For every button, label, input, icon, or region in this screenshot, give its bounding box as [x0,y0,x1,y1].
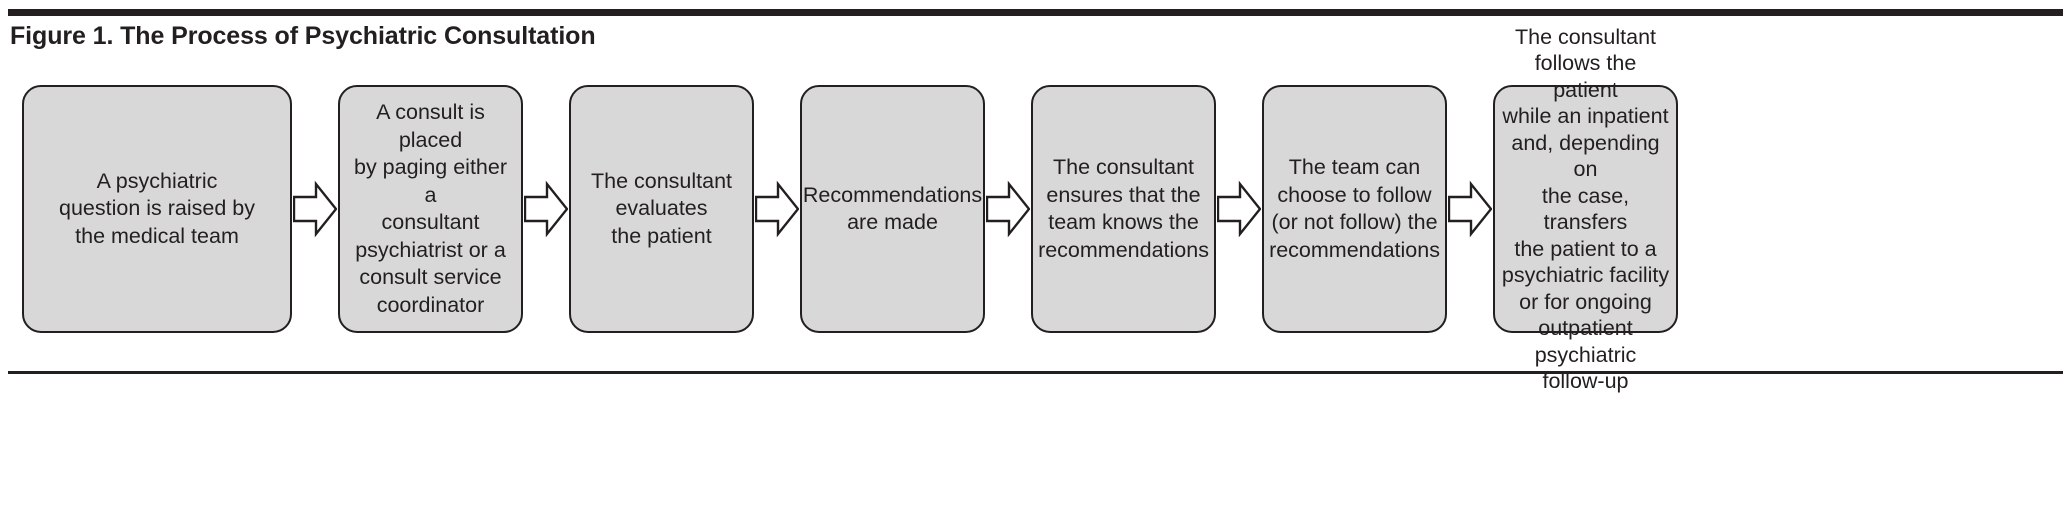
top-rule [8,9,2063,16]
flow-step-7[interactable]: The consultant follows the patient while… [1493,25,1678,393]
flow-step-5[interactable]: The consultant ensures that the team kno… [1031,85,1216,333]
flow-step-6[interactable]: The team can choose to follow (or not fo… [1262,85,1447,333]
flow-step-1[interactable]: A psychiatric question is raised by the … [22,85,292,333]
flow-step-6-label: The team can choose to follow (or not fo… [1269,155,1440,262]
flow-connector-1 [292,85,338,333]
flow-step-1-label: A psychiatric question is raised by the … [59,168,255,248]
flow-step-2[interactable]: A consult is placed by paging either a c… [338,85,523,333]
right-arrow-icon [524,179,568,239]
process-flow-diagram: A psychiatric question is raised by the … [22,25,2050,393]
flow-step-2-label: A consult is placed by paging either a c… [354,100,507,317]
flow-connector-3 [754,85,800,333]
flow-connector-2 [523,85,569,333]
flow-step-5-label: The consultant ensures that the team kno… [1038,155,1209,262]
right-arrow-icon [1217,179,1261,239]
bottom-rule [8,371,2063,374]
figure-title: Figure 1. The Process of Psychiatric Con… [10,22,596,50]
flow-connector-6 [1447,85,1493,333]
right-arrow-icon [755,179,799,239]
flow-step-3[interactable]: The consultant evaluates the patient [569,85,754,333]
flow-connector-5 [1216,85,1262,333]
flow-step-7-label: The consultant follows the patient while… [1501,24,1670,394]
flow-connector-4 [985,85,1031,333]
flow-step-4-label: Recommendations are made [802,182,983,235]
right-arrow-icon [1448,179,1492,239]
right-arrow-icon [986,179,1030,239]
right-arrow-icon [293,179,337,239]
flow-step-3-label: The consultant evaluates the patient [590,168,733,248]
flow-step-4[interactable]: Recommendations are made [800,85,985,333]
